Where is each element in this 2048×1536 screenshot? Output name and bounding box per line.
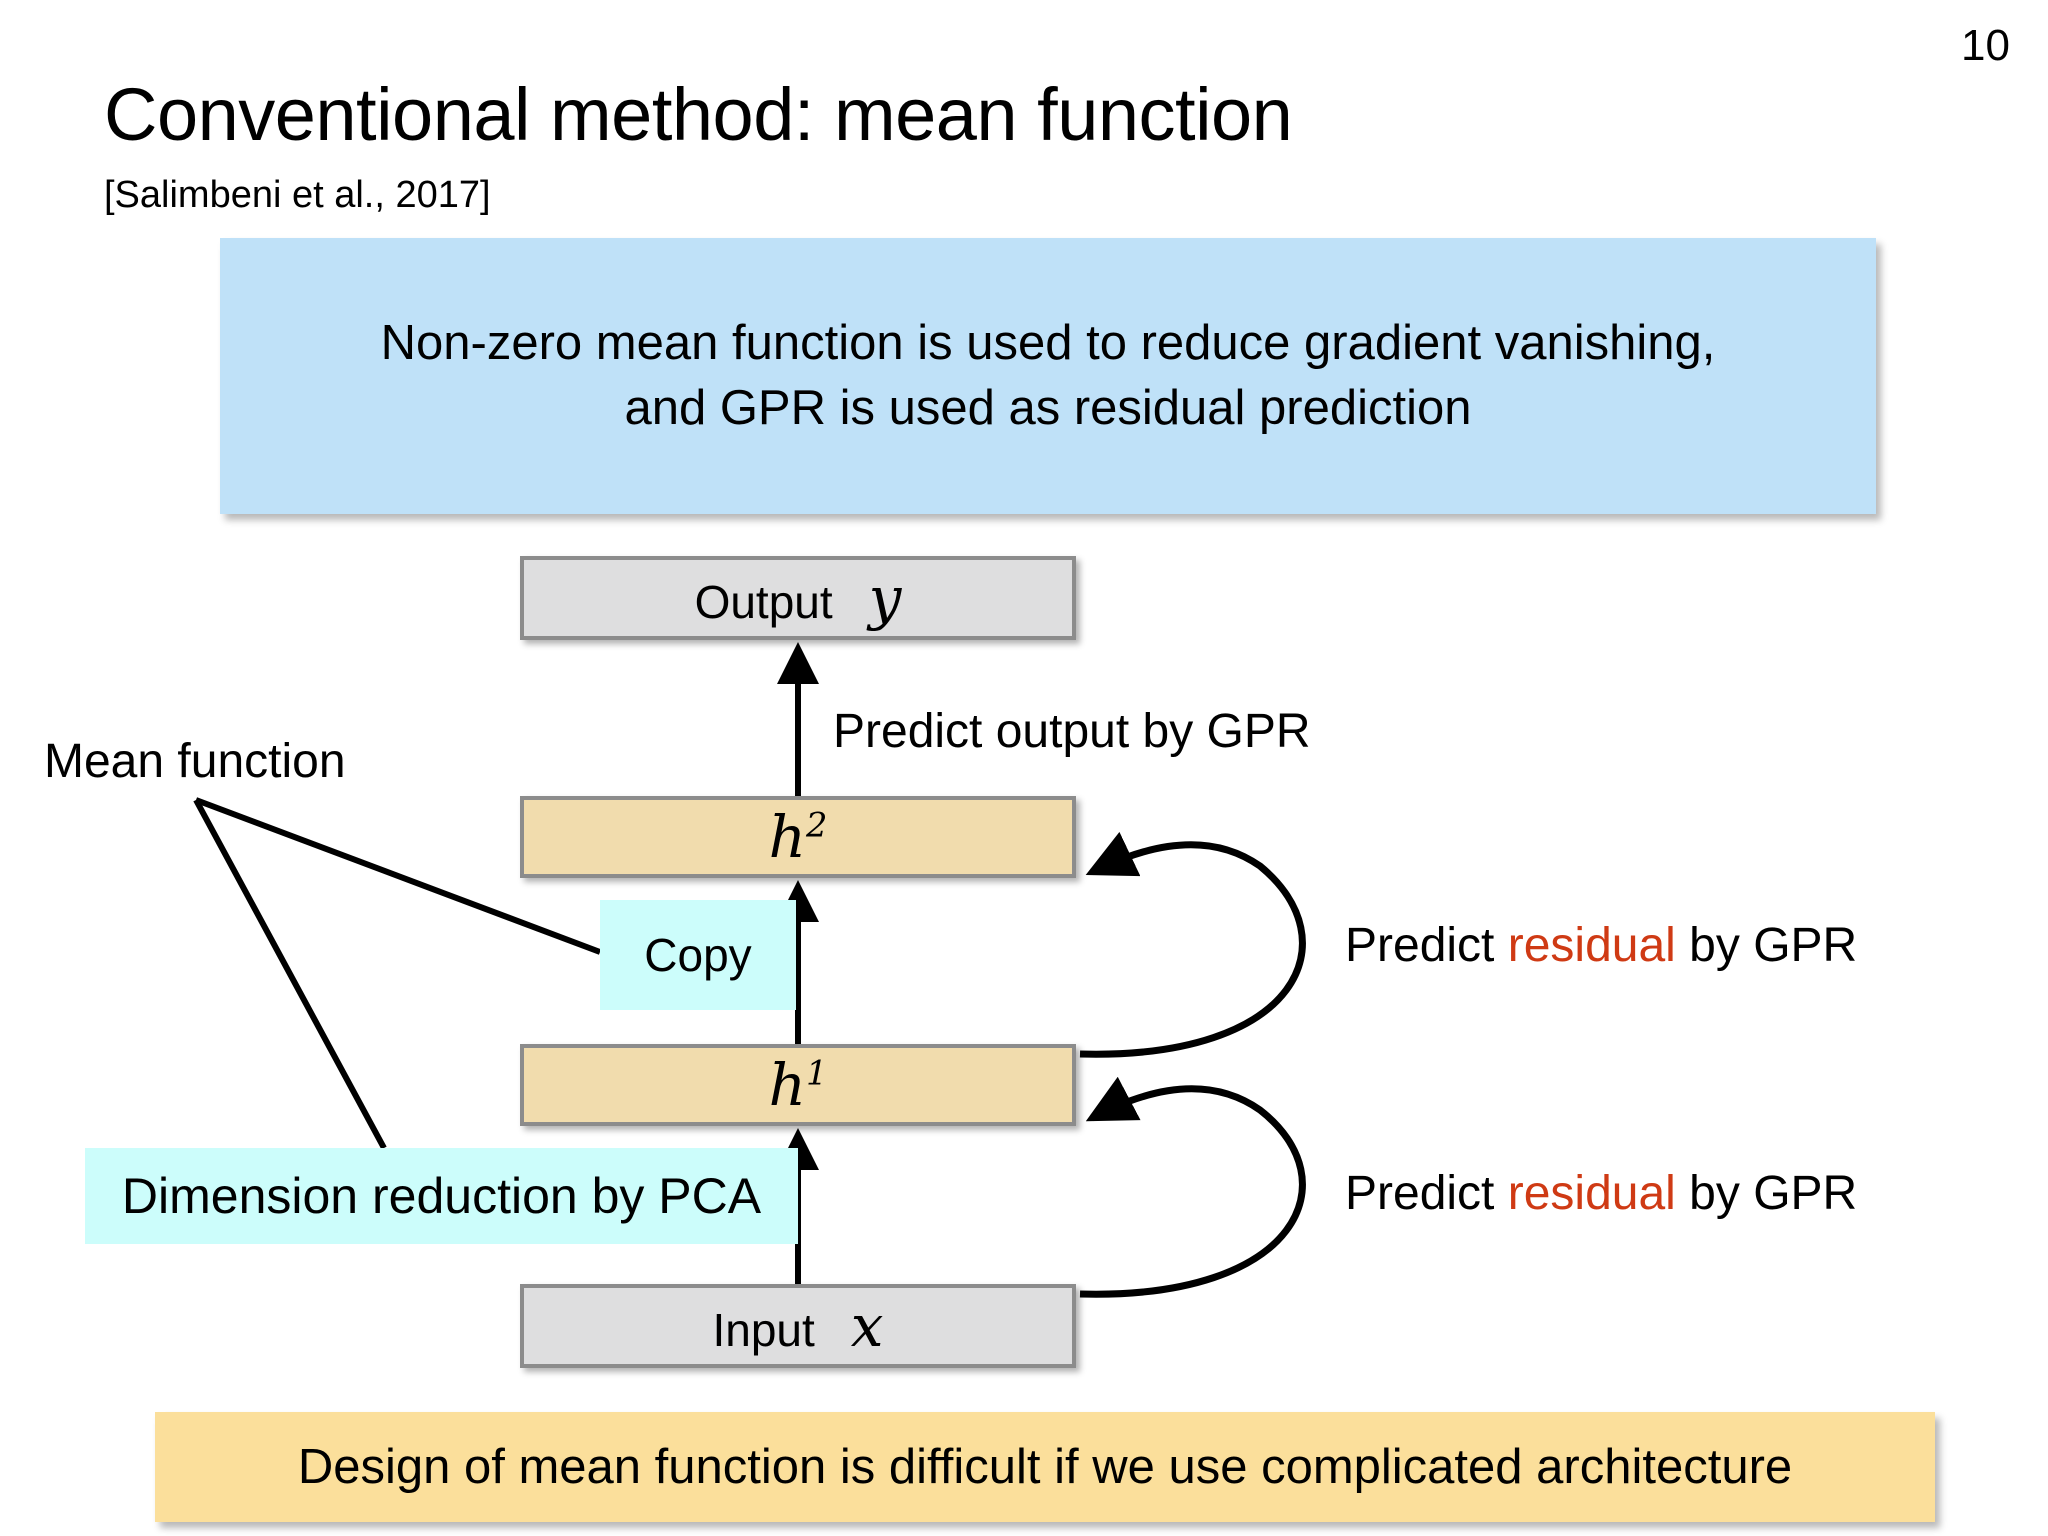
label-predict-residual-top: Predict residual by GPR xyxy=(1345,922,1857,970)
node-h1-symbol: h1 xyxy=(768,1051,828,1119)
residual-top-suffix: by GPR xyxy=(1675,919,1858,972)
residual-top-prefix: Predict xyxy=(1345,919,1508,972)
summary-line-2: and GPR is used as residual prediction xyxy=(624,381,1472,435)
summary-line-1: Non-zero mean function is used to reduce… xyxy=(380,316,1716,371)
citation-reference: [Salimbeni et al., 2017] xyxy=(104,174,491,216)
residual-top-emphasis: residual xyxy=(1507,919,1676,972)
node-input-symbol: x xyxy=(850,1292,884,1360)
arrow-residual-h1-to-h2 xyxy=(1079,831,1306,1058)
node-input: Input x xyxy=(520,1284,1076,1368)
leader-line-to-pca xyxy=(193,798,387,1150)
label-predict-output-by-gpr: Predict output by GPR xyxy=(833,705,1311,758)
node-output-symbol: y xyxy=(868,564,902,632)
label-mean-function: Mean function xyxy=(44,735,346,788)
residual-bottom-prefix: Predict xyxy=(1345,1167,1508,1220)
residual-bottom-emphasis: residual xyxy=(1507,1167,1676,1220)
node-h2-symbol: h2 xyxy=(768,803,828,871)
highlight-pca: Dimension reduction by PCA xyxy=(85,1148,798,1244)
node-output: Output y xyxy=(520,556,1076,640)
arrow-residual-input-to-h1 xyxy=(1079,1076,1306,1298)
page-title: Conventional method: mean function xyxy=(104,73,1293,156)
label-predict-residual-bottom: Predict residual by GPR xyxy=(1345,1170,1857,1218)
node-hidden-layer-2: h2 xyxy=(520,796,1076,878)
highlight-copy: Copy xyxy=(600,900,796,1010)
node-output-label: Output xyxy=(694,576,833,628)
node-input-label: Input xyxy=(712,1304,815,1356)
summary-callout: Non-zero mean function is used to reduce… xyxy=(220,238,1876,514)
residual-bottom-suffix: by GPR xyxy=(1675,1167,1858,1220)
node-hidden-layer-1: h1 xyxy=(520,1044,1076,1126)
footer-callout: Design of mean function is difficult if … xyxy=(155,1412,1935,1522)
page-number: 10 xyxy=(1961,21,2010,70)
